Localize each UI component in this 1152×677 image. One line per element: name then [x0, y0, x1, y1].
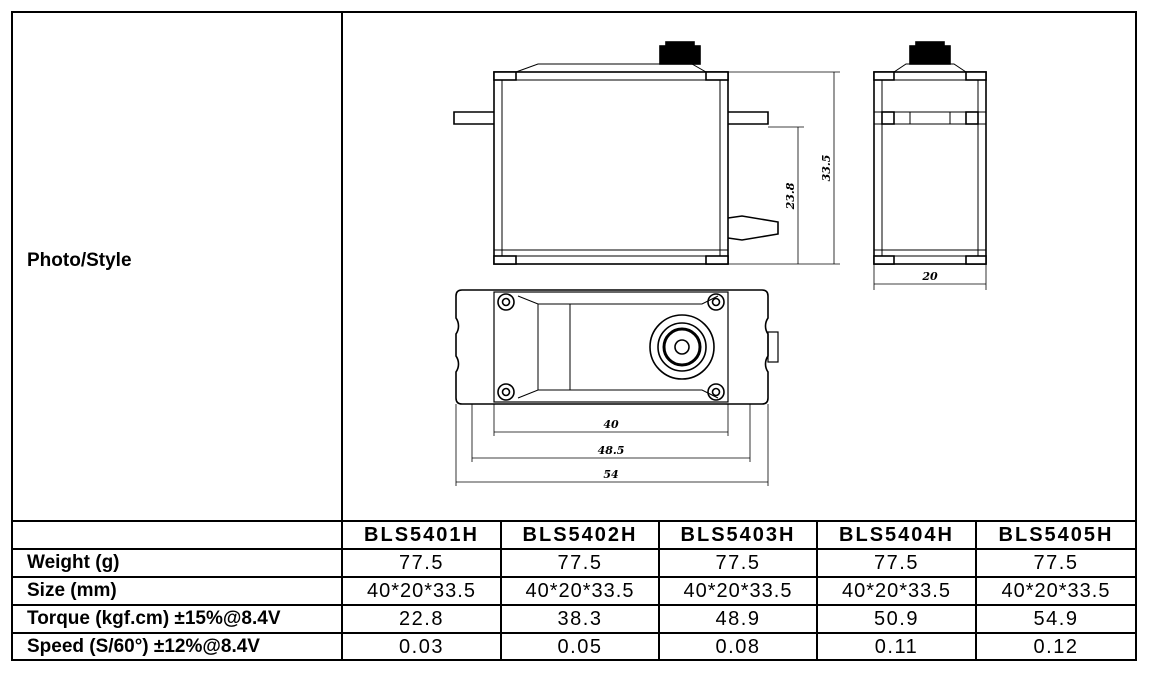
row-line-1: [13, 576, 1135, 578]
row-line-2: [13, 604, 1135, 606]
col-divider-3: [816, 520, 818, 659]
table-cell: 77.5: [1033, 552, 1079, 574]
table-cell: 77.5: [715, 552, 761, 574]
dim-mount-spacing: 48.5: [598, 444, 625, 457]
servo-technical-drawing: 33.5 23.8 20 40 48.5 54: [453, 41, 987, 486]
table-cell: 40*20*33.5: [525, 580, 635, 602]
row-label-speed: Speed (S/60°) ±12%@8.4V: [27, 636, 260, 657]
dim-height-body: 23.8: [784, 182, 797, 210]
row-label-size: Size (mm): [27, 580, 117, 601]
table-cell: 77.5: [557, 552, 603, 574]
table-cell: 0.11: [874, 636, 919, 658]
table-cell: 0.12: [1033, 636, 1079, 658]
table-cell: 40*20*33.5: [1001, 580, 1111, 602]
table-cell: 0.08: [715, 636, 761, 658]
table-cell: 22.8: [399, 608, 444, 630]
header-bottom-line: [13, 548, 1135, 550]
table-cell: 40*20*33.5: [367, 580, 476, 602]
row-line-3: [13, 632, 1135, 634]
dim-width: 20: [921, 270, 938, 283]
table-cell: 54.9: [1033, 608, 1079, 630]
model-header: BLS5405H: [998, 524, 1114, 546]
model-header: BLS5402H: [522, 524, 638, 546]
table-cell: 77.5: [399, 552, 444, 574]
model-header: BLS5403H: [680, 524, 796, 546]
table-cell: 40*20*33.5: [842, 580, 951, 602]
row-label-torque: Torque (kgf.cm) ±15%@8.4V: [27, 608, 281, 629]
photo-style-label: Photo/Style: [27, 250, 132, 271]
table-cell: 38.3: [557, 608, 603, 630]
col-divider-1: [500, 520, 502, 659]
table-cell: 0.03: [399, 636, 444, 658]
dim-height-total: 33.5: [820, 155, 833, 182]
col-divider-4: [975, 520, 977, 659]
dim-length: 54: [603, 468, 618, 481]
side-view-drawing: [873, 41, 987, 290]
row-label-weight: Weight (g): [27, 552, 120, 573]
label-column-divider: [341, 13, 343, 659]
spec-sheet: Photo/Style: [11, 11, 1137, 661]
front-view-drawing: [453, 41, 840, 265]
col-divider-2: [658, 520, 660, 659]
model-header: BLS5401H: [364, 524, 479, 546]
table-cell: 77.5: [874, 552, 919, 574]
table-top-line: [13, 520, 1135, 522]
top-view-drawing: [455, 289, 779, 486]
table-cell: 48.9: [715, 608, 761, 630]
table-cell: 0.05: [557, 636, 603, 658]
table-cell: 40*20*33.5: [683, 580, 793, 602]
model-header: BLS5404H: [839, 524, 954, 546]
dim-spline-spacing: 40: [603, 418, 619, 431]
table-cell: 50.9: [874, 608, 919, 630]
